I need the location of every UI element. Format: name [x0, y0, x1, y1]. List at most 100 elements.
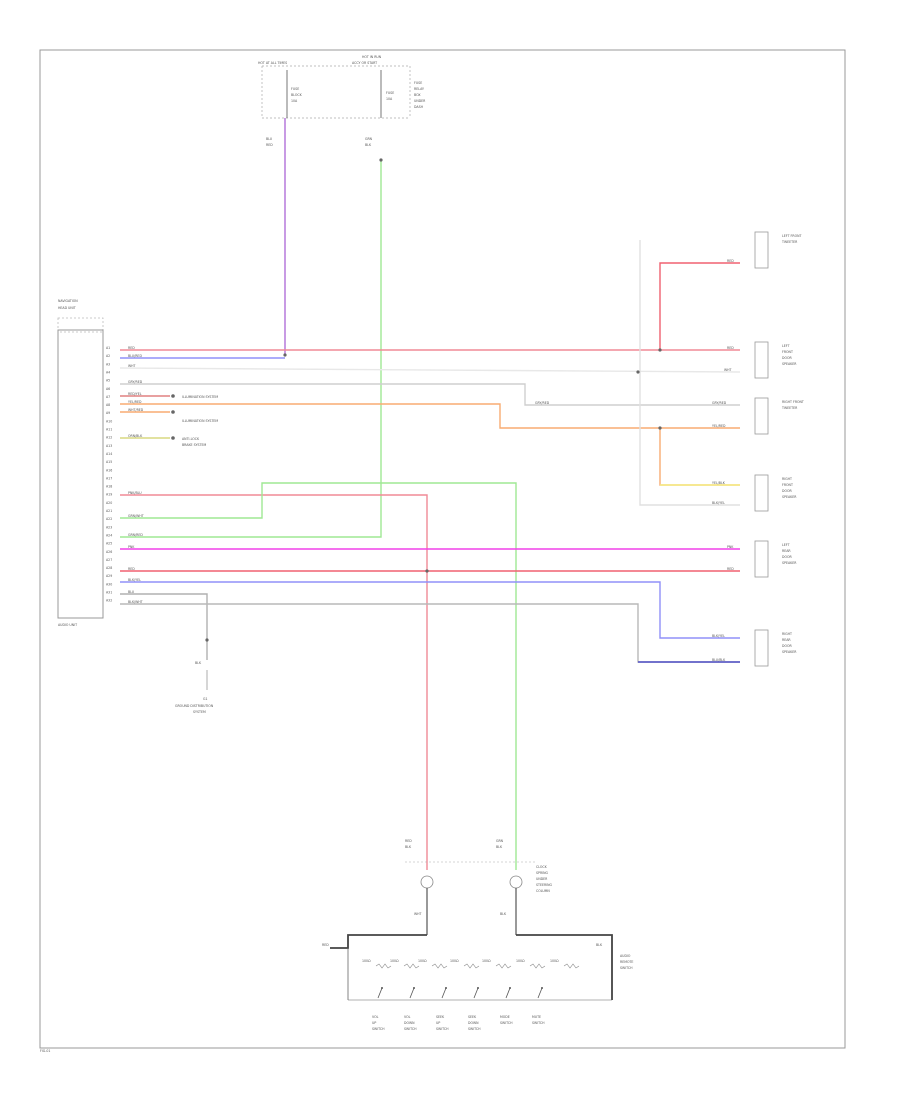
- wire-orange-a6: [120, 403, 740, 429]
- svg-text:REMOTE: REMOTE: [620, 960, 633, 964]
- svg-text:G1: G1: [203, 697, 208, 701]
- top-right-header-1: HOT IN RUN: [362, 55, 382, 59]
- svg-text:RED: RED: [128, 567, 135, 571]
- resistor-symbol: [463, 963, 480, 969]
- svg-text:COLUMN: COLUMN: [536, 889, 550, 893]
- pin-label: A6: [106, 387, 110, 391]
- switch-label: SWITCH: [468, 1027, 481, 1031]
- svg-text:PNK: PNK: [727, 545, 734, 549]
- svg-text:LEFT: LEFT: [782, 543, 790, 547]
- switch-label: SEEK: [436, 1015, 445, 1019]
- switch-label: SEEK: [468, 1015, 477, 1019]
- fuse-box-line-2: RELAY: [414, 87, 424, 91]
- pin-label: A10: [106, 419, 112, 423]
- svg-text:SPEAKER: SPEAKER: [782, 650, 797, 654]
- lf-tweeter: LEFT FRONT TWEETER: [754, 231, 801, 269]
- svg-text:RED: RED: [727, 346, 734, 350]
- lr-speaker: LEFT REAR DOOR SPEAKER: [754, 540, 797, 578]
- svg-text:DOOR: DOOR: [782, 489, 792, 493]
- row-wire-labels: RED BLU/RED WHT GRY/RED RED/YEL YEL/RED …: [128, 346, 144, 604]
- pin-label: A31: [106, 591, 112, 595]
- svg-text:DOOR: DOOR: [782, 555, 792, 559]
- pin-label: A29: [106, 574, 112, 578]
- svg-text:GRN/WHT: GRN/WHT: [128, 514, 144, 518]
- speaker-wire-labels: RED RED WHT GRY/RED GRY/RED YEL/RED YEL/…: [535, 259, 734, 662]
- resistor-symbol: [431, 963, 448, 969]
- svg-text:BLK/YEL: BLK/YEL: [712, 501, 725, 505]
- svg-text:BRAKE SYSTEM: BRAKE SYSTEM: [182, 443, 207, 447]
- svg-text:CLOCK: CLOCK: [536, 865, 548, 869]
- pin-label: A14: [106, 452, 112, 456]
- svg-text:YEL/RED: YEL/RED: [712, 424, 726, 428]
- svg-text:ORN/BLK: ORN/BLK: [128, 434, 143, 438]
- svg-text:BLK: BLK: [500, 912, 507, 916]
- wire-orange-tweeter: [659, 428, 740, 486]
- resistor-symbol: [563, 963, 580, 969]
- svg-text:RED: RED: [128, 346, 135, 350]
- svg-text:DOOR: DOOR: [782, 356, 792, 360]
- switch-label: DOWN: [468, 1021, 479, 1025]
- pin-label: A2: [106, 354, 110, 358]
- switch-contact: [541, 987, 543, 989]
- switch-contact: [509, 987, 511, 989]
- pin-labels: A1A2A3A4A5A6A7A8A9A10A11A12A13A14A15A16A…: [106, 346, 112, 603]
- svg-text:PNK/BLU: PNK/BLU: [128, 491, 142, 495]
- rr-speaker: RIGHT REAR DOOR SPEAKER: [754, 629, 797, 667]
- pin-label: A9: [106, 411, 110, 415]
- switch-symbol: [537, 987, 543, 999]
- pin-label: A22: [106, 517, 112, 521]
- diagram-frame: [39, 49, 846, 1049]
- switch-label: UP: [436, 1021, 440, 1025]
- radio-module: NAVIGATION HEAD UNIT AUDIO UNIT: [57, 299, 104, 627]
- svg-text:SWITCH: SWITCH: [620, 966, 633, 970]
- switch-label: UP: [372, 1021, 376, 1025]
- svg-text:BLK: BLK: [596, 943, 603, 947]
- svg-text:ILLUMINATION SYSTEM: ILLUMINATION SYSTEM: [182, 395, 218, 399]
- top-left-wire-label-1: BLU: [266, 137, 273, 141]
- wires: [119, 118, 741, 870]
- svg-text:GROUND DISTRIBUTION: GROUND DISTRIBUTION: [175, 704, 214, 708]
- resistor-label: 100Ω: [516, 959, 525, 963]
- pin-label: A18: [106, 485, 112, 489]
- svg-text:WHT: WHT: [128, 364, 136, 368]
- svg-text:RED: RED: [727, 567, 734, 571]
- radio-title-2: HEAD UNIT: [58, 306, 76, 310]
- top-right-header-2: ACCY OR START: [352, 61, 377, 65]
- resistor-label: 100Ω: [450, 959, 459, 963]
- svg-text:BLU/RED: BLU/RED: [128, 354, 142, 358]
- switch-label: DOWN: [404, 1021, 415, 1025]
- svg-text:RED: RED: [727, 259, 734, 263]
- svg-text:BLU/BLK: BLU/BLK: [712, 658, 726, 662]
- lf-speaker: LEFT FRONT DOOR SPEAKER: [754, 341, 797, 379]
- svg-text:STEERING: STEERING: [536, 883, 553, 887]
- svg-text:TWEETER: TWEETER: [781, 240, 798, 244]
- top-fuse-block: HOT AT ALL TIMES HOT IN RUN ACCY OR STAR…: [258, 55, 426, 147]
- top-right-wire-label-1: GRN: [365, 137, 373, 141]
- pin-label: A5: [106, 379, 110, 383]
- pin-label: A23: [106, 525, 112, 529]
- steering-section: RED BLK GRN BLK CLOCK SPRING UNDER STEER…: [322, 839, 633, 1001]
- svg-text:GRN/RED: GRN/RED: [128, 533, 143, 537]
- svg-text:FRONT: FRONT: [782, 483, 793, 487]
- switch-label: VOL: [404, 1015, 411, 1019]
- fuse-box-line-1: FUSE: [414, 81, 422, 85]
- resistor-symbol: [529, 963, 546, 969]
- wire-red-steering: [120, 494, 428, 870]
- resistor-symbol: [495, 963, 512, 969]
- switch-label: SWITCH: [500, 1021, 513, 1025]
- pin-label: A1: [106, 346, 110, 350]
- switch-contact: [477, 987, 479, 989]
- pin-label: A16: [106, 468, 112, 472]
- wire-gray-rf: [639, 240, 740, 506]
- wire-gray-a4: [120, 383, 740, 406]
- switch-contact: [381, 987, 383, 989]
- rf-tweeter: RIGHT FRONT TWEETER: [754, 397, 804, 435]
- wire-gray-rr: [120, 603, 740, 663]
- pin-label: A13: [106, 444, 112, 448]
- switch-contact: [413, 987, 415, 989]
- pin-label: A26: [106, 550, 112, 554]
- pin-label: A7: [106, 395, 110, 399]
- switch-label: SWITCH: [404, 1027, 417, 1031]
- wire-green-feed: [120, 160, 382, 538]
